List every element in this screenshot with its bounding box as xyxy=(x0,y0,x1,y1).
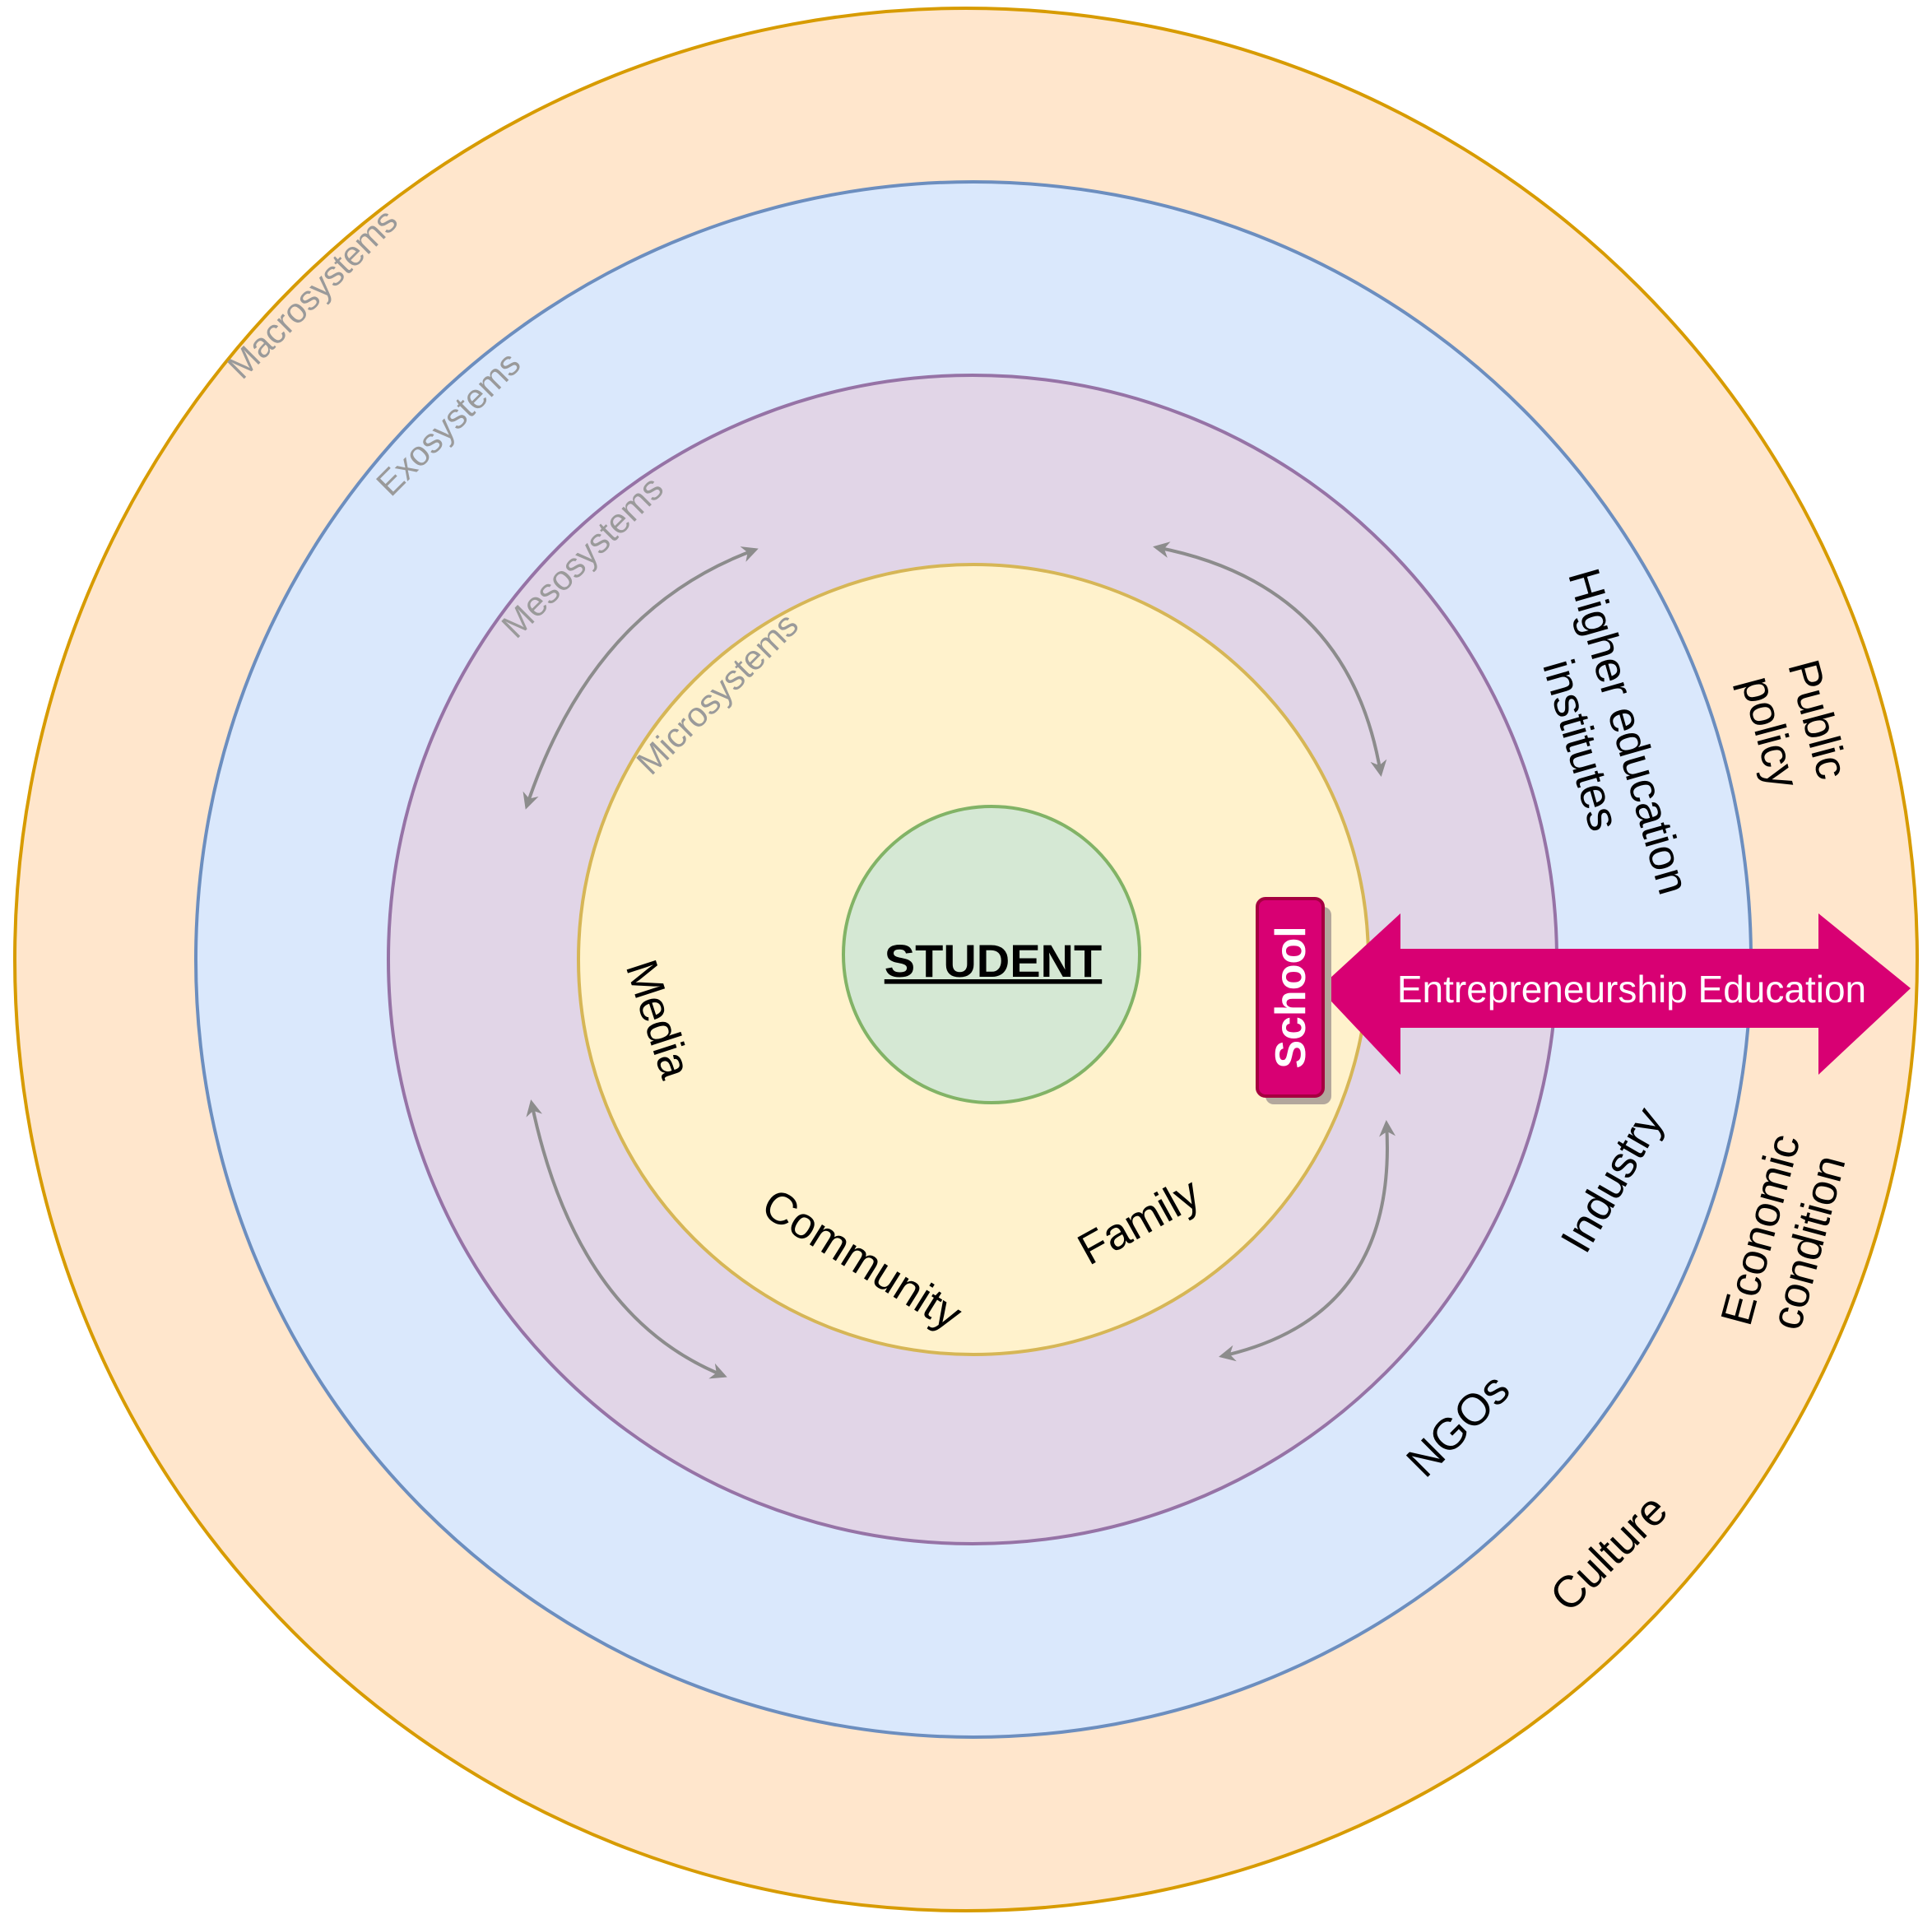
mesosystem-connector-arrow xyxy=(522,546,759,810)
mesosystem-connector-arrow xyxy=(1153,541,1387,777)
school-box xyxy=(1256,897,1325,1098)
mesosystem-connector-arrow xyxy=(526,1099,727,1379)
entrepreneurship-education-label: Entrepreneurship Education xyxy=(1397,968,1866,1011)
student-label: STUDENT xyxy=(885,935,1102,987)
student-circle xyxy=(842,805,1141,1104)
mesosystem-connector-arrow xyxy=(1219,1120,1396,1362)
entrepreneurship-education-arrow xyxy=(1319,913,1911,1075)
school-label: School xyxy=(1267,926,1315,1068)
